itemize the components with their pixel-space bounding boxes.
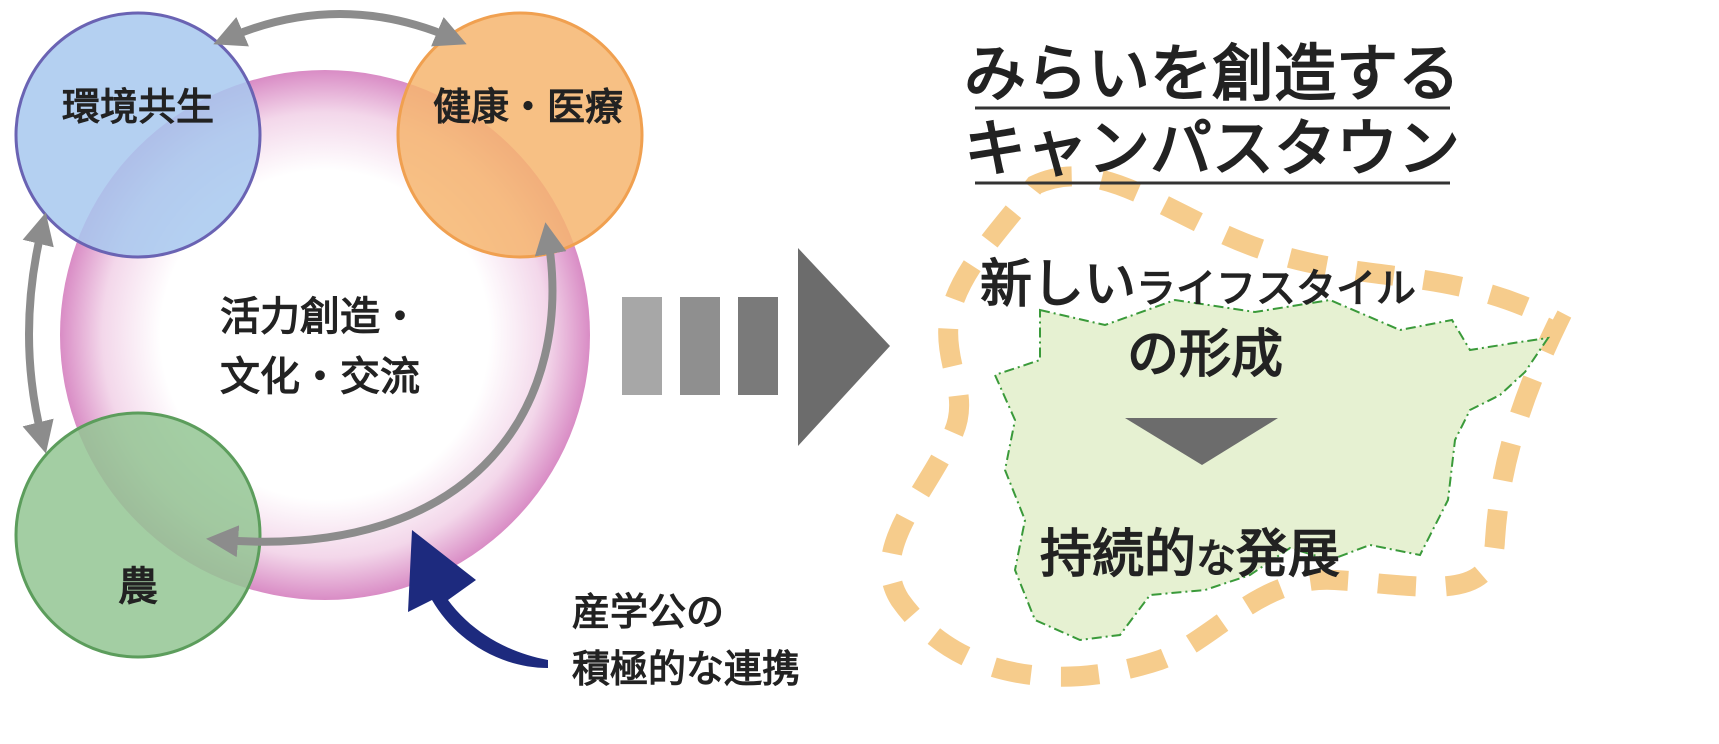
collaboration-arrow — [408, 530, 548, 668]
arrow-bar-1 — [622, 297, 662, 395]
arrow-environment-agriculture — [22, 212, 54, 454]
lifestyle-line-1: 新しいライフスタイル — [980, 255, 1416, 315]
lifestyle-main: 新しい — [980, 255, 1136, 315]
lifestyle-line-2: の形成 — [1127, 325, 1283, 385]
campus-map-area — [993, 298, 1551, 642]
arrow-bar-3 — [738, 297, 778, 395]
development-main-1: 持続的 — [1040, 525, 1196, 585]
development-main-2: 発展 — [1236, 525, 1340, 585]
health-circle — [396, 11, 644, 259]
center-line-1: 活力創造・ — [220, 294, 420, 340]
arrow-bar-2 — [680, 297, 720, 395]
campus-boundary-dashed — [880, 166, 1572, 687]
center-line-2: 文化・交流 — [220, 354, 420, 400]
collaboration-line-2: 積極的な連携 — [572, 647, 800, 691]
environment-label: 環境共生 — [62, 85, 214, 129]
title-line-1: みらいを創造する — [964, 37, 1460, 110]
arrow-environment-health — [213, 10, 467, 47]
lifestyle-small: ライフスタイル — [1136, 266, 1416, 312]
title-line-2: キャンパスタウン — [964, 112, 1460, 185]
development-small: な — [1196, 536, 1236, 582]
development-line: 持続的な発展 — [1040, 525, 1340, 585]
environment-circle — [14, 11, 262, 259]
down-arrow — [1125, 418, 1278, 465]
agriculture-label: 農 — [118, 564, 158, 610]
arrow-health-agriculture — [206, 222, 567, 558]
health-label: 健康・医療 — [433, 85, 624, 129]
collaboration-line-1: 産学公の — [572, 590, 724, 634]
agriculture-circle — [14, 411, 262, 659]
big-arrow-head — [798, 248, 890, 446]
